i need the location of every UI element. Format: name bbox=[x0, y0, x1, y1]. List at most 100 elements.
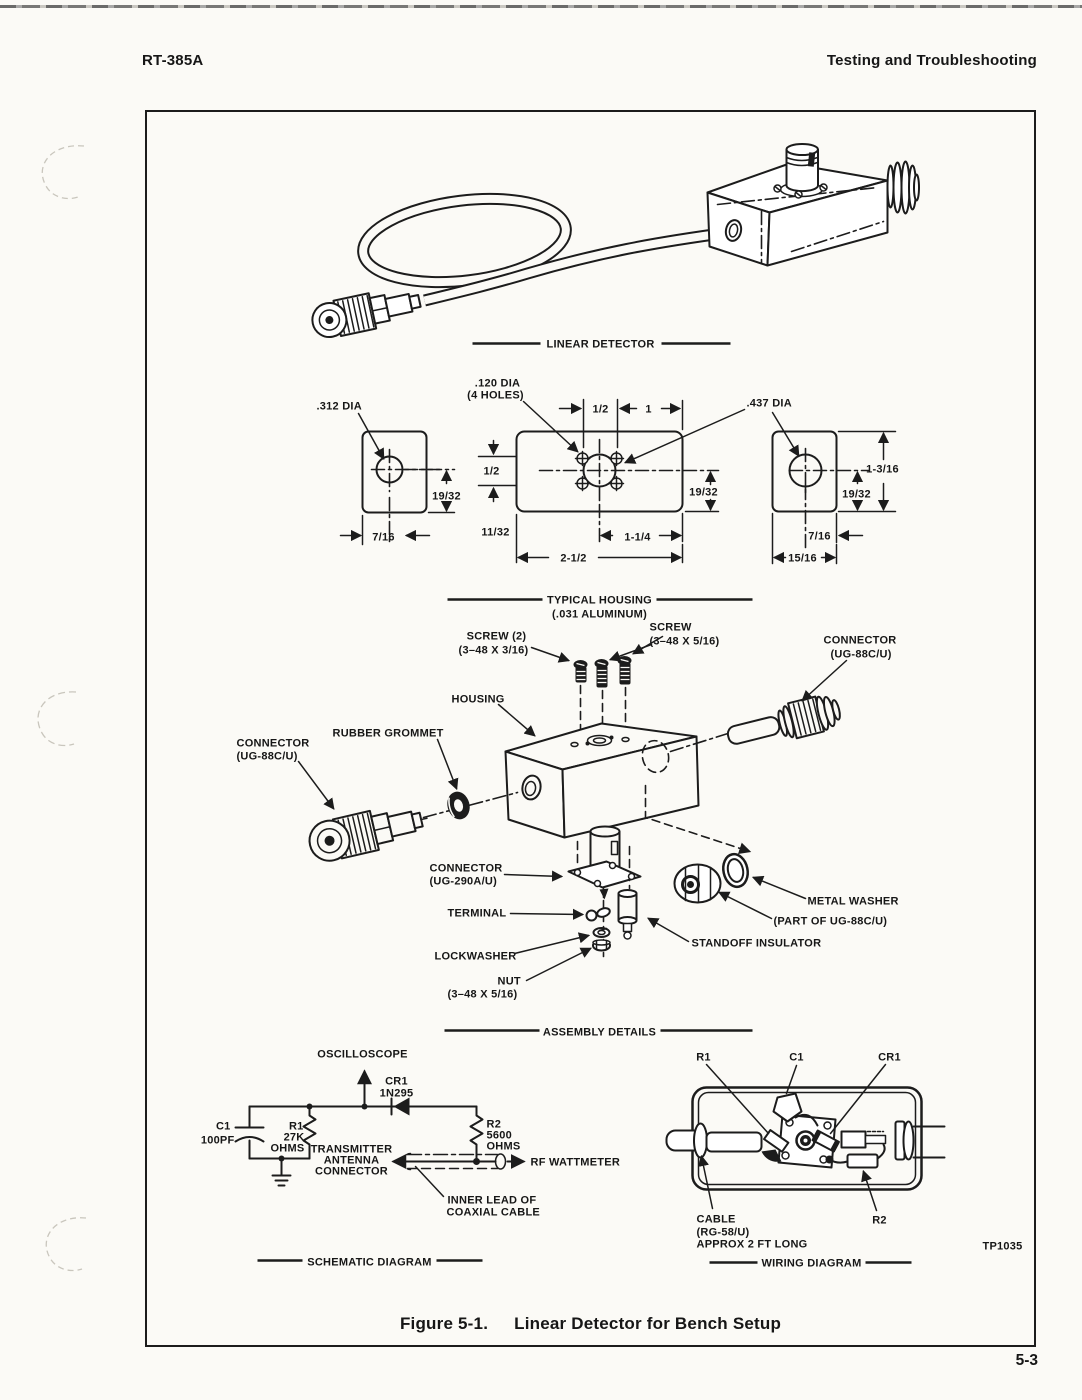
standoff-insulator-label: STANDOFF INSULATOR bbox=[692, 938, 822, 950]
connector-left-label-line2: (UG-88C/U) bbox=[237, 751, 298, 763]
dim-4-holes: (4 HOLES) bbox=[467, 390, 524, 402]
doc-id: RT-385A bbox=[142, 52, 204, 69]
linear-detector-label: LINEAR DETECTOR bbox=[546, 339, 654, 351]
dim-left-half: 1/2 bbox=[483, 466, 499, 478]
nut-part bbox=[592, 939, 611, 952]
c1-value-label: 100PF bbox=[201, 1135, 235, 1147]
dim-7-16-left-plate: 7/16 bbox=[372, 532, 394, 544]
detector-box bbox=[706, 143, 920, 267]
figure-title: Linear Detector for Bench Setup bbox=[514, 1314, 782, 1333]
wiring-diagram: R1 C1 CR1 R2 CABLE (RG-58/U) APPROX 2 FT… bbox=[665, 1052, 1023, 1270]
dim-19-32-left-plate: 19/32 bbox=[432, 491, 461, 503]
rubber-grommet-label: RUBBER GROMMET bbox=[333, 728, 444, 740]
schematic-diagram-label: SCHEMATIC DIAGRAM bbox=[307, 1257, 431, 1269]
bnc-connector-left bbox=[308, 809, 428, 862]
rf-wattmeter-label: RF WATTMETER bbox=[531, 1157, 621, 1169]
photo-reference: TP1035 bbox=[983, 1241, 1023, 1253]
lockwasher-part bbox=[592, 927, 611, 938]
metal-washer-part bbox=[722, 852, 749, 889]
dim-312-dia: .312 DIA bbox=[317, 401, 362, 413]
dim-19-32-right-plate: 19/32 bbox=[842, 489, 871, 501]
chapter-title: Testing and Troubleshooting bbox=[826, 52, 1037, 69]
dim-1-3-16: 1-3/16 bbox=[866, 464, 899, 476]
ug290-label-line2: (UG-290A/U) bbox=[430, 876, 498, 888]
terminal-part bbox=[585, 907, 611, 922]
r1-ref-label: R1 bbox=[289, 1121, 304, 1133]
linear-detector-illustration: LINEAR DETECTOR bbox=[311, 143, 920, 351]
dim-top-one: 1 bbox=[645, 404, 651, 416]
c1-ref-label: C1 bbox=[216, 1121, 231, 1133]
section-label-schematic: SCHEMATIC DIAGRAM bbox=[257, 1257, 483, 1269]
box-end-connector bbox=[886, 160, 920, 215]
nut-label-line2: (3–48 X 5/16) bbox=[448, 989, 518, 1001]
section-label-linear-detector: LINEAR DETECTOR bbox=[472, 339, 731, 351]
exploded-labels: SCREW (2) (3–48 X 3/16) SCREW (3–48 X 5/… bbox=[237, 622, 899, 1001]
figure-number: Figure 5-1. bbox=[399, 1314, 489, 1333]
dim-2-1-2: 2-1/2 bbox=[560, 553, 586, 565]
figure-border: LINEAR DETECTOR .312 DIA bbox=[145, 110, 1036, 1347]
typical-housing-label: TYPICAL HOUSING bbox=[547, 595, 652, 607]
r1-value-label: 27K bbox=[284, 1132, 305, 1144]
terminal-label: TERMINAL bbox=[448, 908, 507, 920]
screw-label-line1: SCREW bbox=[650, 622, 693, 634]
dim-1-1-4: 1-1/4 bbox=[624, 532, 651, 544]
dim-15-16: 15/16 bbox=[788, 553, 817, 565]
housing-box bbox=[504, 722, 700, 839]
connector-left-label-line1: CONNECTOR bbox=[237, 738, 310, 750]
wiring-diagram-label: WIRING DIAGRAM bbox=[761, 1258, 861, 1270]
metal-washer-label: METAL WASHER bbox=[808, 896, 899, 908]
cr1-ref-label: CR1 bbox=[385, 1076, 408, 1088]
r2-value-label: 5600 bbox=[487, 1130, 512, 1142]
dim-7-16-right-plate: 7/16 bbox=[808, 531, 830, 543]
screw-label-line2: (3–48 X 5/16) bbox=[650, 636, 720, 648]
housing-label: HOUSING bbox=[452, 694, 505, 706]
wiring-cr1-label: CR1 bbox=[878, 1052, 901, 1064]
connector-right-label-line2: (UG-88C/U) bbox=[831, 649, 892, 661]
scan-margin-marks bbox=[37, 145, 87, 1272]
tx-label-line2: ANTENNA bbox=[324, 1155, 380, 1167]
ug290-label-line1: CONNECTOR bbox=[430, 863, 503, 875]
wiring-r2-part bbox=[825, 1143, 886, 1169]
lockwasher-label: LOCKWASHER bbox=[435, 951, 517, 963]
standoff-insulator-part bbox=[617, 889, 638, 940]
dimension-drawings: .312 DIA 19/32 7/16 bbox=[317, 378, 899, 621]
wiring-cable-label-line3: APPROX 2 FT LONG bbox=[697, 1239, 808, 1251]
exploded-assembly-view: SCREW (2) (3–48 X 3/16) SCREW (3–48 X 5/… bbox=[237, 622, 899, 1039]
part-of-ug88-label: (PART OF UG-88C/U) bbox=[774, 916, 888, 928]
r2-unit-label: OHMS bbox=[487, 1141, 521, 1153]
wiring-cable-label-line1: CABLE bbox=[697, 1214, 736, 1226]
dim-11-32: 11/32 bbox=[481, 527, 509, 539]
cr1-part-label: 1N295 bbox=[380, 1088, 414, 1100]
inner-lead-label-line1: INNER LEAD OF bbox=[448, 1195, 537, 1207]
wiring-cable-label-line2: (RG-58/U) bbox=[697, 1227, 750, 1239]
section-label-wiring: WIRING DIAGRAM bbox=[709, 1258, 912, 1270]
right-plate-view: .437 DIA 1-3/16 19/32 7/16 1 bbox=[623, 398, 899, 565]
coupling-nut-part bbox=[673, 863, 722, 904]
rubber-grommet-part bbox=[447, 791, 470, 820]
figure-drawing: LINEAR DETECTOR .312 DIA bbox=[201, 143, 1023, 1270]
oscilloscope-label: OSCILLOSCOPE bbox=[317, 1049, 407, 1061]
wiring-r1-part bbox=[761, 1129, 790, 1162]
connector-right-label-line1: CONNECTOR bbox=[824, 635, 897, 647]
inner-lead-label-line2: COAXIAL CABLE bbox=[447, 1207, 541, 1219]
tx-label-line1: TRANSMITTER bbox=[311, 1144, 393, 1156]
wiring-r2-label: R2 bbox=[872, 1215, 887, 1227]
dim-437-dia: .437 DIA bbox=[747, 398, 792, 410]
cable-connector-plug bbox=[311, 292, 422, 339]
dim-19-32-center-plate: 19/32 bbox=[689, 487, 718, 499]
figure-caption: Figure 5-1. Linear Detector for Bench Set… bbox=[147, 1314, 1034, 1334]
bnc-connector-right bbox=[726, 695, 841, 745]
wiring-output-connector bbox=[840, 1120, 946, 1161]
schematic-diagram: OSCILLOSCOPE CR1 1N295 C1 100PF R1 bbox=[201, 1049, 620, 1269]
left-plate-view: .312 DIA 19/32 7/16 bbox=[317, 401, 461, 547]
wiring-cr1-part bbox=[811, 1129, 840, 1153]
wiring-cable bbox=[665, 1122, 763, 1159]
r1-unit-label: OHMS bbox=[271, 1143, 305, 1155]
center-plate-view: .120 DIA (4 HOLES) 1/2 1 1/2 11/32 bbox=[467, 378, 720, 565]
aluminum-label: (.031 ALUMINUM) bbox=[552, 609, 647, 621]
r2-ref-label: R2 bbox=[487, 1119, 502, 1131]
tx-label-line3: CONNECTOR bbox=[315, 1166, 388, 1178]
page-number: 5-3 bbox=[1015, 1352, 1038, 1369]
dim-top-half: 1/2 bbox=[592, 404, 608, 416]
